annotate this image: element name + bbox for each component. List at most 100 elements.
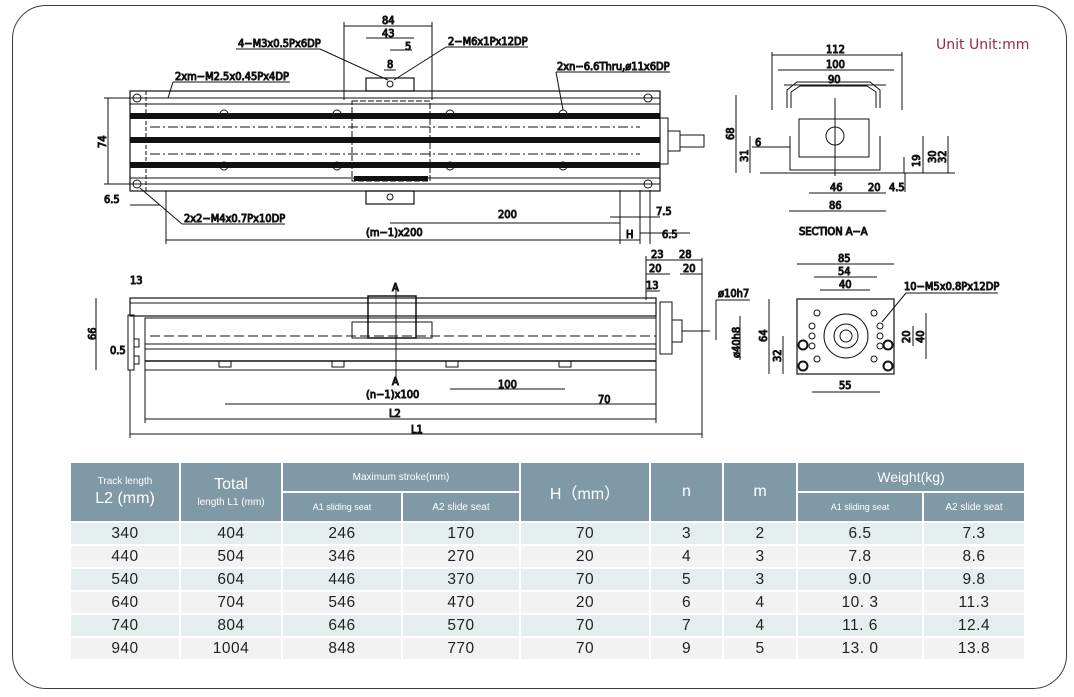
cell-m: 4 [724, 592, 796, 613]
section-mark-bottom: A [392, 375, 399, 388]
dim-84: 84 [382, 14, 395, 27]
dim-32: 32 [936, 150, 949, 163]
dim-7-5: 7.5 [656, 205, 672, 218]
cell-weight-a2: 9.8 [924, 569, 1024, 590]
cell-stroke-a2: 270 [403, 546, 519, 567]
cell-l1: 504 [181, 546, 281, 567]
dim-68: 68 [724, 127, 737, 140]
dim-43: 43 [382, 27, 395, 40]
dim-23: 23 [651, 248, 664, 261]
mount-feet [218, 360, 572, 368]
header-max-stroke: Maximum stroke(mm) [283, 463, 519, 491]
cell-l2: 440 [71, 546, 179, 567]
cell-weight-a2: 7.3 [924, 523, 1024, 544]
section-caption: SECTION A−A [799, 225, 868, 238]
screw-bar [130, 137, 660, 143]
dim-20: 20 [868, 181, 881, 194]
corner-hole [643, 93, 653, 103]
note-m4: 2x2−M4x0.7Px10DP [184, 212, 285, 225]
cell-stroke-a1: 346 [283, 546, 401, 567]
cell-n: 4 [651, 546, 722, 567]
note-m5: 10−M5x0.8Px12DP [904, 280, 999, 293]
technical-drawing: 84 43 5 8 4−M3x0.5Px6DP 2−M6x1Px12DP 2xm… [86, 14, 1000, 438]
dim-n-pitch: (n−1)x100 [366, 388, 419, 401]
unit-label: Unit Unit:mm [936, 37, 1030, 53]
page-frame [12, 5, 1067, 689]
cell-stroke-a1: 646 [283, 615, 401, 636]
cell-weight-a1: 9.0 [798, 569, 922, 590]
cell-m: 3 [724, 546, 796, 567]
side-view [95, 256, 750, 438]
dim-100: 100 [826, 58, 845, 71]
dim-28: 28 [679, 248, 692, 261]
section-view [735, 52, 955, 212]
cell-n: 6 [651, 592, 722, 613]
cell-l1: 1004 [181, 638, 281, 659]
dim-m-pitch: (m−1)x200 [366, 226, 423, 239]
rail-bar [130, 113, 660, 119]
cell-h: 70 [521, 615, 649, 636]
spec-table: Track length L2 (mm) Total length L1 (mm… [69, 461, 1026, 661]
bolt-holes [797, 309, 894, 372]
dim-32: 32 [771, 349, 784, 362]
header-stroke-a1: A1 sliding seat [283, 493, 401, 521]
cell-m: 4 [724, 615, 796, 636]
dim-31: 31 [738, 149, 751, 162]
cell-weight-a1: 11. 6 [798, 615, 922, 636]
dim-40: 40 [839, 278, 852, 291]
cell-stroke-a2: 470 [403, 592, 519, 613]
header-weight: Weight(kg) [798, 463, 1024, 491]
end-view [768, 263, 998, 393]
cell-weight-a2: 11.3 [924, 592, 1024, 613]
cell-m: 2 [724, 523, 796, 544]
dim-70: 70 [598, 393, 611, 406]
slide-seat-side [367, 295, 417, 339]
dim-85: 85 [838, 252, 851, 265]
dim-54: 54 [838, 265, 851, 278]
dim-64: 64 [757, 329, 770, 342]
header-text: Total [214, 476, 248, 493]
dim-74: 74 [96, 135, 109, 148]
header-text: length L1 (mm) [197, 497, 265, 508]
cell-n: 7 [651, 615, 722, 636]
cell-l2: 540 [71, 569, 179, 590]
note-m6: 2−M6x1Px12DP [448, 35, 528, 48]
dim-6-5: 6.5 [104, 193, 120, 206]
header-text: L2 (mm) [95, 490, 155, 507]
rail-bar [130, 162, 660, 168]
note-m3: 4−M3x0.5Px6DP [238, 37, 321, 50]
cell-stroke-a1: 446 [283, 569, 401, 590]
dim-boss: ø40h8 [730, 327, 743, 358]
dim-l2: L2 [389, 407, 401, 420]
cell-weight-a1: 13. 0 [798, 638, 922, 659]
dim-200: 200 [498, 208, 517, 221]
header-n: n [651, 463, 722, 521]
dim-19: 19 [910, 154, 923, 167]
dim-66: 66 [86, 327, 99, 340]
dim-4-5: 4.5 [889, 181, 905, 194]
dim-86: 86 [829, 199, 842, 212]
dim-l1: L1 [411, 423, 423, 436]
cell-m: 3 [724, 569, 796, 590]
dim-40v: 40 [914, 330, 927, 343]
cell-h: 70 [521, 569, 649, 590]
dim-90: 90 [828, 73, 841, 86]
cell-h: 20 [521, 592, 649, 613]
cell-stroke-a1: 246 [283, 523, 401, 544]
cell-weight-a1: 6.5 [798, 523, 922, 544]
cell-weight-a1: 7.8 [798, 546, 922, 567]
dim-h: H [626, 228, 633, 241]
header-stroke-a2: A2 slide seat [403, 493, 519, 521]
cell-weight-a1: 10. 3 [798, 592, 922, 613]
dim-5: 5 [405, 40, 411, 53]
cell-l2: 640 [71, 592, 179, 613]
slide-seat-bottom [365, 190, 415, 205]
dim-112: 112 [826, 43, 845, 56]
cell-l1: 704 [181, 592, 281, 613]
header-m: m [724, 463, 796, 521]
